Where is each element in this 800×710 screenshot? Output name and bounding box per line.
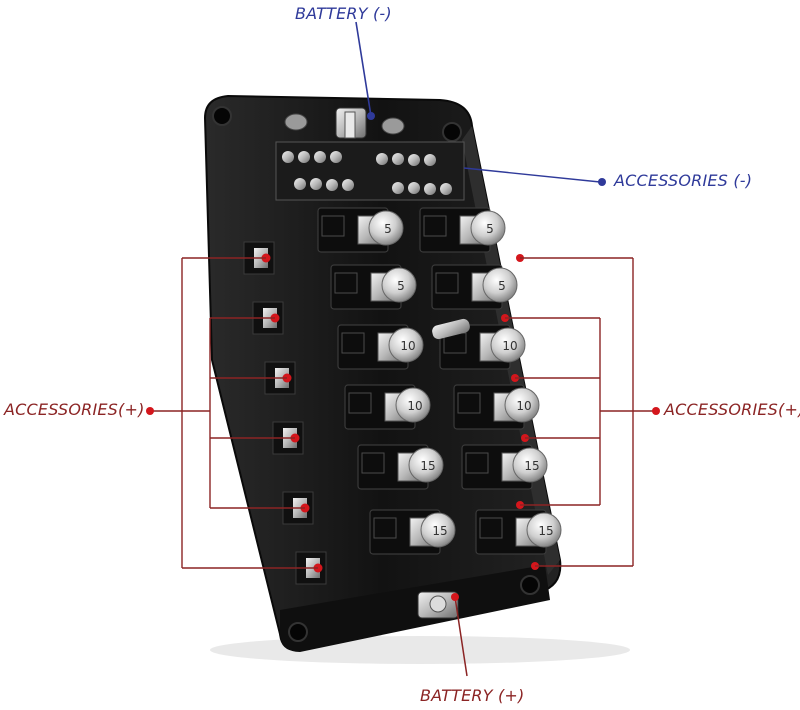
left-positive-leaders: [150, 257, 318, 569]
holder-latch: [479, 517, 503, 539]
accessories-negative-leader: [463, 167, 601, 183]
fuse-left-3: 10: [337, 324, 424, 370]
stud-cap-right: [381, 117, 405, 135]
fuse-rating-right-4: 10: [516, 399, 531, 413]
battery-positive-label: BATTERY (+): [420, 686, 525, 705]
accessories-positive-right-label: ACCESSORIES(+): [664, 400, 800, 419]
fuse-rating-right-5: 15: [524, 459, 539, 473]
negative-bus-bar: [275, 141, 465, 201]
fuse-cap: [470, 210, 506, 246]
fuse-left-5: 15: [357, 444, 444, 490]
fuse-cap: [482, 267, 518, 303]
fuse-rating-right-2: 5: [498, 279, 506, 293]
battery-negative-bolt: [344, 111, 356, 139]
battery-positive-leader: [454, 596, 468, 677]
fuse-cap: [512, 447, 548, 483]
center-stud: [432, 318, 470, 340]
fuse-right-6: 15: [475, 509, 562, 555]
fuse-left-1: 5: [317, 207, 404, 253]
battery-negative-leader: [355, 21, 372, 117]
battery-negative-label: BATTERY (-): [295, 4, 392, 23]
holder-latch: [373, 517, 397, 539]
fuse-left-6: 15: [369, 509, 456, 555]
accessories-negative-label: ACCESSORIES (-): [614, 171, 753, 190]
accessories-positive-right-dot: [652, 407, 660, 415]
battery-negative-dot: [367, 112, 375, 120]
fuse-left-4: 10: [344, 384, 431, 430]
stud-cap-left: [284, 113, 308, 131]
holder-latch: [457, 392, 481, 414]
mount-hole-top-right: [442, 122, 462, 142]
fuse-cap: [395, 387, 431, 423]
holder-latch: [361, 452, 385, 474]
fuse-right-3: 10: [439, 324, 526, 370]
holder-latch: [334, 272, 358, 294]
board-shadow: [210, 636, 630, 664]
fuse-rating-right-1: 5: [486, 222, 494, 236]
fuse-rating-right-3: 10: [502, 339, 517, 353]
fuse-cap: [368, 210, 404, 246]
fuse-cap: [504, 387, 540, 423]
holder-latch: [423, 215, 447, 237]
fuse-rating-left-3: 10: [400, 339, 415, 353]
fuse-right-4: 10: [453, 384, 540, 430]
fuse-rating-right-6: 15: [538, 524, 553, 538]
fuse-cap: [526, 512, 562, 548]
fuse-cap: [420, 512, 456, 548]
mount-hole-top-left: [212, 106, 232, 126]
fuse-rating-left-4: 10: [407, 399, 422, 413]
holder-latch: [341, 332, 365, 354]
accessories-negative-dot: [598, 178, 606, 186]
battery-positive-dot: [451, 593, 459, 601]
fuse-right-2: 5: [431, 264, 518, 310]
holder-latch: [348, 392, 372, 414]
mount-hole-bottom-left: [288, 622, 308, 642]
holder-latch: [321, 215, 345, 237]
fuse-rating-left-2: 5: [397, 279, 405, 293]
battery-positive-nut: [429, 595, 447, 613]
fuse-right-5: 15: [461, 444, 548, 490]
holder-latch: [435, 272, 459, 294]
fuse-rating-left-6: 15: [432, 524, 447, 538]
mount-hole-bottom-right: [520, 575, 540, 595]
fuse-left-2: 5: [330, 264, 417, 310]
accessories-positive-left-label: ACCESSORIES(+): [4, 400, 145, 419]
fuse-cap: [408, 447, 444, 483]
board-bottom-plate: [280, 565, 550, 652]
fuse-cap: [388, 327, 424, 363]
fuse-rating-left-5: 15: [420, 459, 435, 473]
right-positive-leaders: [505, 257, 655, 567]
holder-latch: [465, 452, 489, 474]
fuse-cap: [490, 327, 526, 363]
accessories-positive-left-dot: [146, 407, 154, 415]
fuse-rating-left-1: 5: [384, 222, 392, 236]
fuse-cap: [381, 267, 417, 303]
fuse-right-1: 5: [419, 207, 506, 253]
